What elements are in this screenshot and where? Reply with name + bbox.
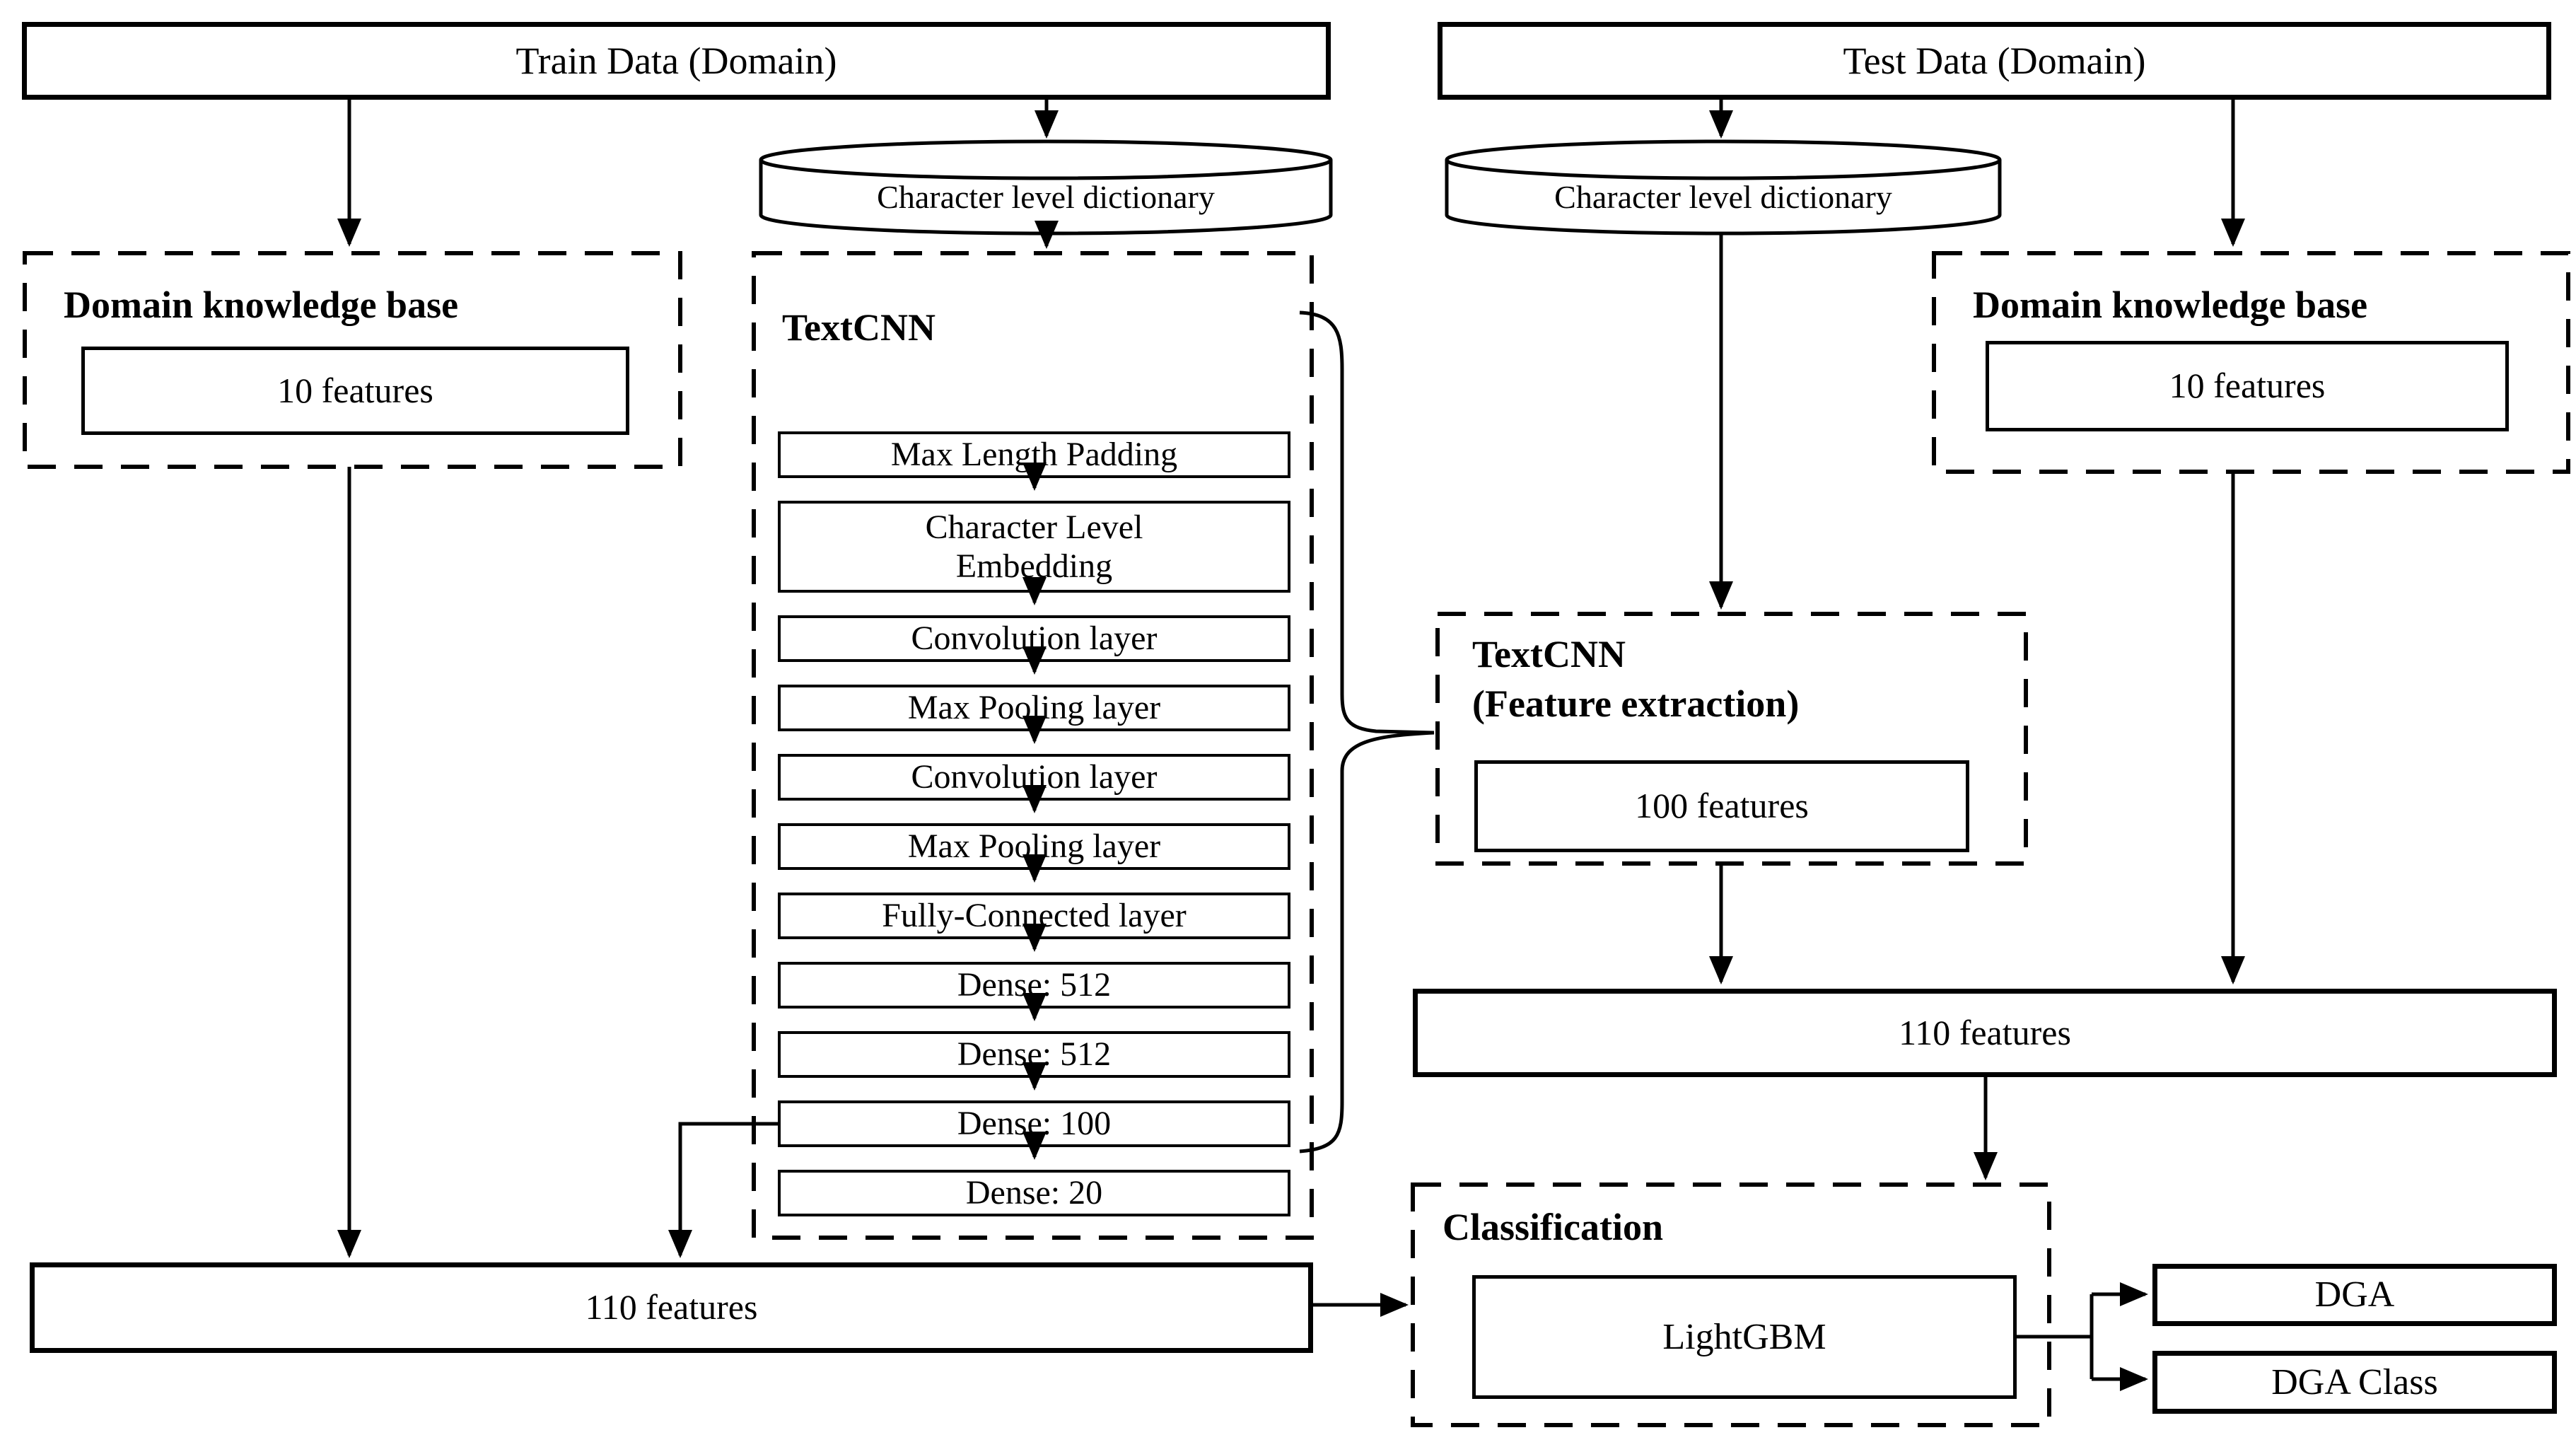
- textcnn-dashed-frame: [752, 251, 1314, 1240]
- char-dictionary-right-label: Character level dictionary: [1554, 178, 1892, 215]
- char-dictionary-left-cylinder: [759, 139, 1333, 236]
- arrow-dense100-to-110-features: [668, 1122, 778, 1258]
- domain-kb-right-dashed-frame: [1932, 251, 2570, 474]
- textcnn-layer-dense-20: Dense: 20: [778, 1170, 1290, 1216]
- output-dga-box: DGA: [2152, 1264, 2557, 1326]
- train-data-box: Train Data (Domain): [22, 22, 1331, 100]
- features-110-train-box: 110 features: [30, 1262, 1313, 1353]
- textcnn-fe-features-box: 100 features: [1474, 760, 1969, 852]
- domain-kb-left-title: Domain knowledge base: [64, 284, 459, 326]
- domain-kb-right-title: Domain knowledge base: [1973, 284, 2368, 326]
- domain-kb-right-features-box: 10 features: [1986, 341, 2509, 431]
- textcnn-fe-dashed-frame: [1435, 612, 2028, 866]
- domain-kb-left-features-box: 10 features: [81, 347, 629, 435]
- domain-kb-left-dashed-frame: [23, 251, 682, 469]
- textcnn-fe-title-line1: TextCNN: [1472, 633, 1626, 675]
- textcnn-title: TextCNN: [782, 306, 936, 349]
- textcnn-layer-fully-connected: Fully-Connected layer: [778, 893, 1290, 939]
- char-dictionary-left-label: Character level dictionary: [877, 178, 1215, 215]
- classification-dashed-frame: [1411, 1182, 2051, 1427]
- char-dictionary-right-cylinder: [1445, 139, 2002, 236]
- textcnn-to-feature-extraction-brace: [1299, 310, 1435, 1153]
- features-110-test-box: 110 features: [1413, 989, 2557, 1077]
- test-data-box: Test Data (Domain): [1438, 22, 2551, 100]
- output-dga-class-box: DGA Class: [2152, 1351, 2557, 1414]
- classification-title: Classification: [1443, 1206, 1664, 1248]
- lightgbm-box: LightGBM: [1472, 1275, 2017, 1399]
- textcnn-fe-title-line2: (Feature extraction): [1472, 682, 1800, 725]
